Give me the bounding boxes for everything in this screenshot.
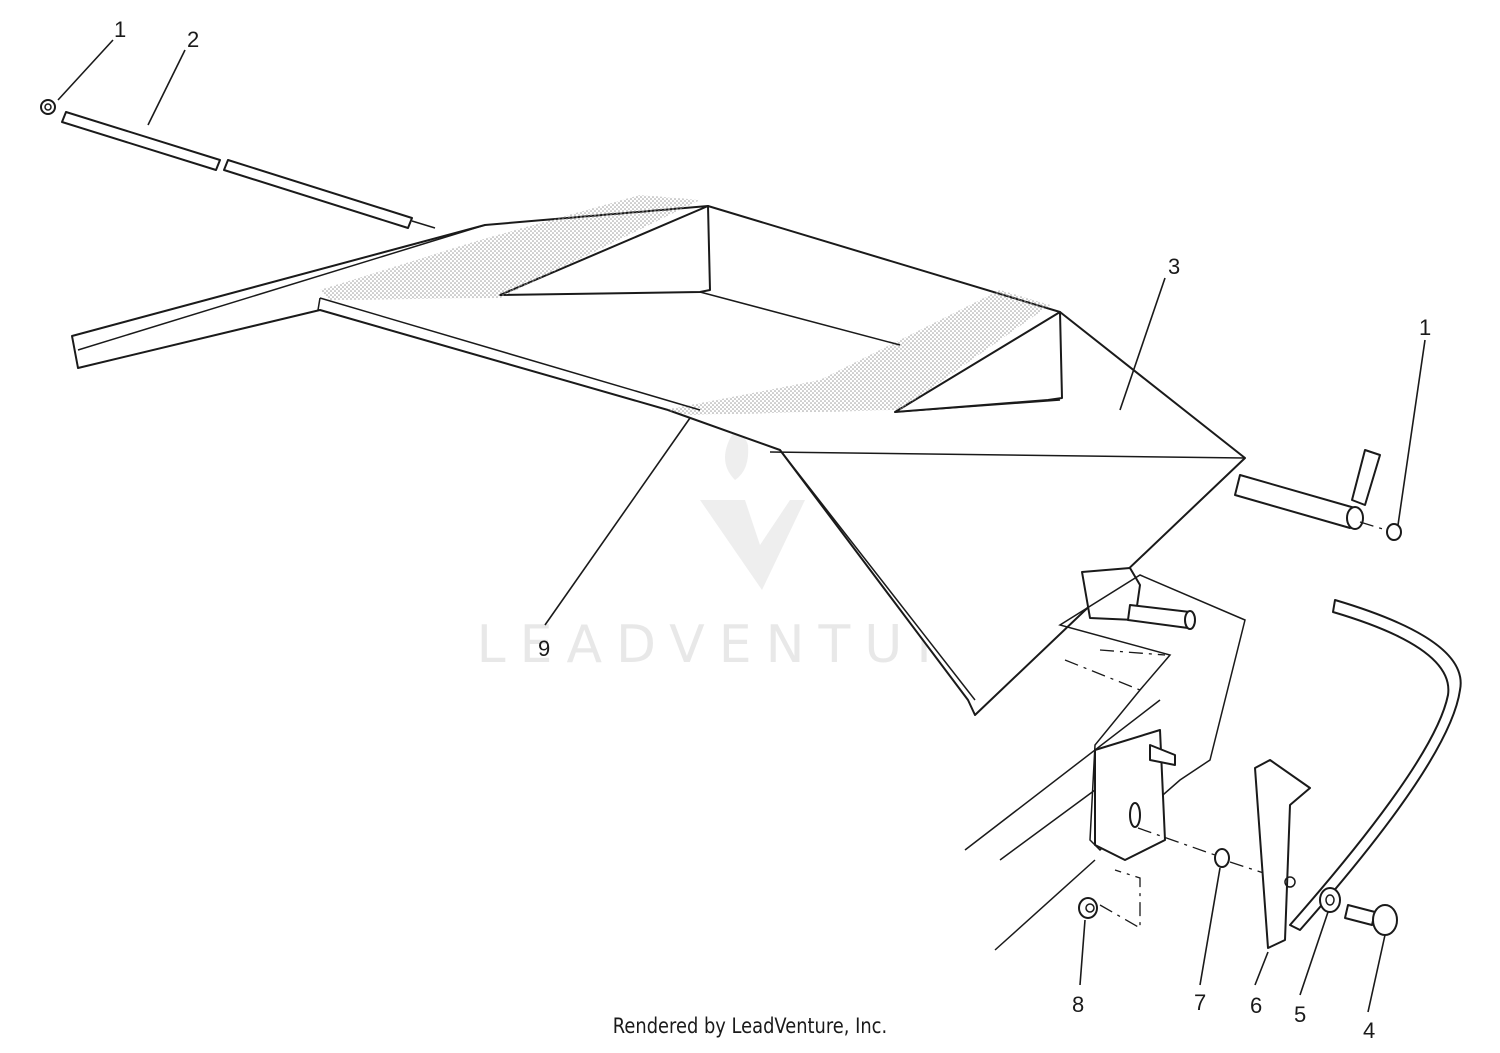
callout-5: 5 bbox=[1294, 1002, 1306, 1027]
fold-shading-right bbox=[665, 290, 1050, 415]
part-4-bolt bbox=[1344, 904, 1398, 936]
part-7-washer bbox=[1214, 848, 1230, 868]
cable bbox=[1289, 599, 1462, 931]
callout-8: 8 bbox=[1072, 992, 1084, 1017]
part-3-deflector bbox=[71, 195, 1381, 716]
mounting-bracket bbox=[964, 567, 1286, 951]
callout-2: 2 bbox=[187, 27, 199, 52]
callout-3: 3 bbox=[1168, 254, 1180, 279]
part-2-rod bbox=[61, 111, 436, 229]
part-6-plate bbox=[1254, 759, 1311, 949]
callout-1-left: 1 bbox=[114, 17, 126, 42]
part-1-nut-left bbox=[40, 99, 56, 115]
callout-1-right: 1 bbox=[1419, 315, 1431, 340]
leader-lines bbox=[57, 39, 1426, 1013]
callout-7: 7 bbox=[1194, 990, 1206, 1015]
callout-9: 9 bbox=[538, 636, 550, 661]
fold-shading-left bbox=[320, 195, 700, 300]
callouts: 1 2 3 1 9 8 7 6 5 4 bbox=[114, 17, 1431, 1043]
callout-4: 4 bbox=[1363, 1018, 1375, 1043]
part-1-nut-right bbox=[1359, 521, 1402, 541]
part-5-washer bbox=[1319, 887, 1341, 913]
part-8-nut bbox=[1078, 897, 1098, 919]
callout-6: 6 bbox=[1250, 993, 1262, 1018]
render-credit: Rendered by LeadVenture, Inc. bbox=[612, 1014, 888, 1038]
